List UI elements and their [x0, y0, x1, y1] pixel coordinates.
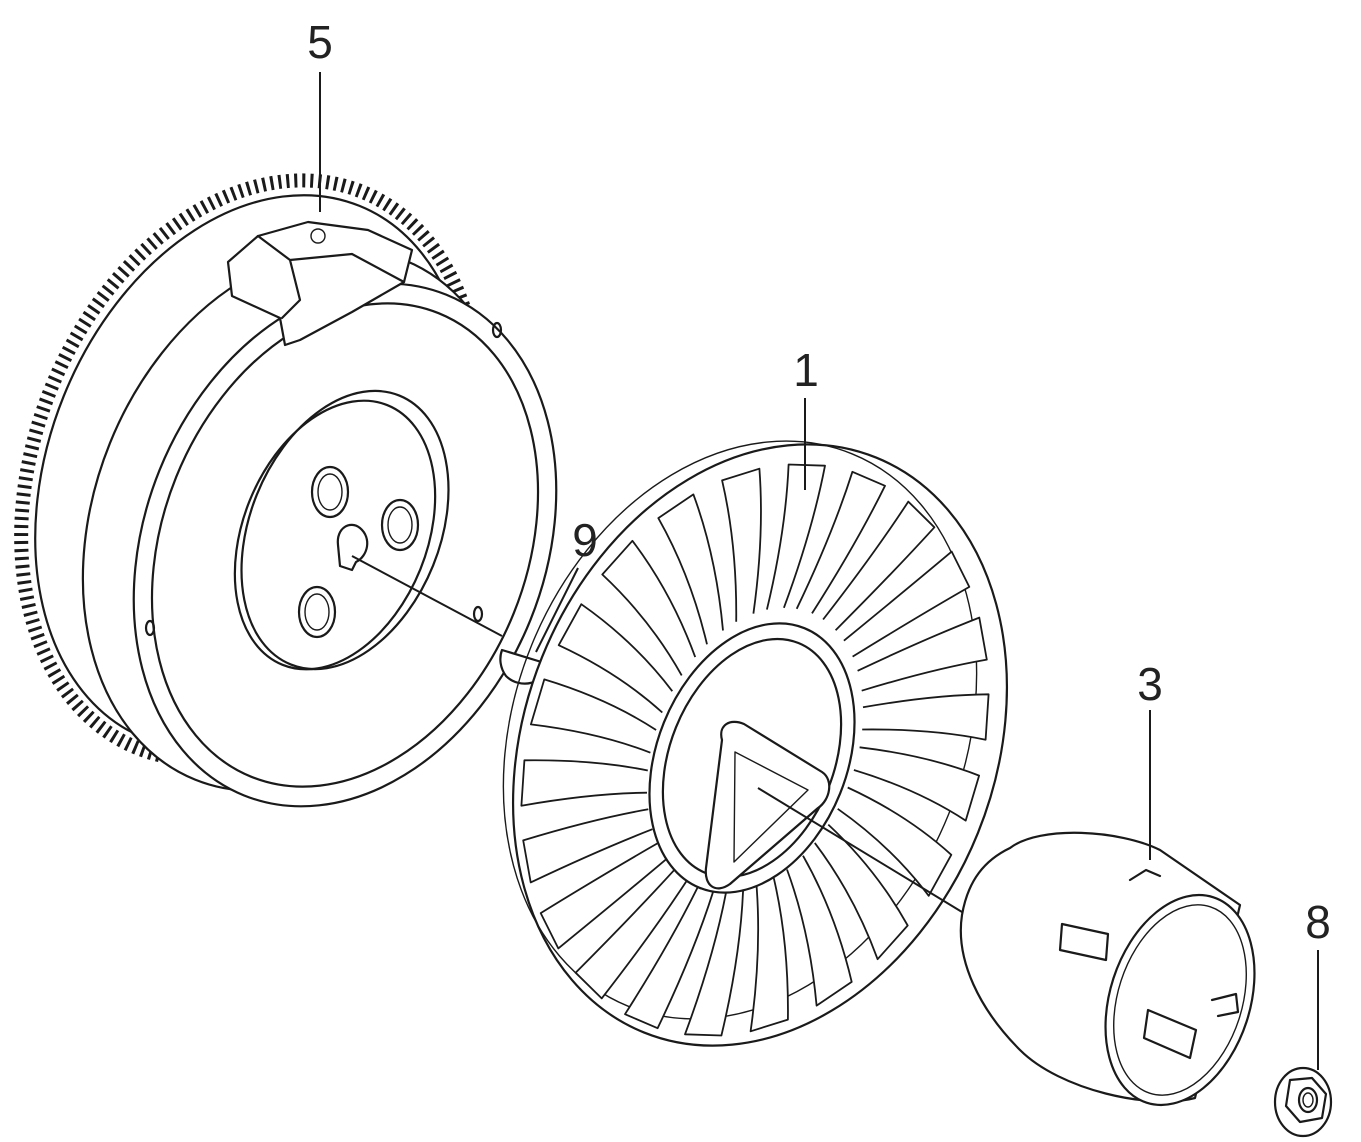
flywheel-part — [14, 173, 558, 808]
fan-blade — [853, 746, 980, 822]
magnet-block — [226, 220, 414, 347]
callout-8: 8 — [1305, 896, 1331, 948]
fan-blade — [539, 842, 667, 950]
nut-thread-bore-inner — [1302, 1092, 1314, 1108]
fan-blades — [520, 463, 990, 1037]
magnet-screw — [310, 228, 326, 244]
assembly-axis-line — [351, 555, 503, 637]
fan-rim-inner — [502, 440, 978, 1020]
fan-blade — [557, 603, 674, 714]
hub-bolt-hole — [297, 585, 337, 639]
fan-blade — [795, 470, 886, 614]
fan-blade — [822, 500, 936, 631]
cup-slot — [1142, 1008, 1198, 1060]
fan-blade — [857, 616, 988, 692]
hub-bolt-hole — [304, 593, 330, 631]
callout-9: 9 — [572, 514, 598, 566]
cup-slot — [1058, 922, 1110, 962]
starter-cup-part — [959, 831, 1256, 1107]
fan-blade — [522, 808, 653, 884]
flywheel-face-inner-ring — [150, 302, 540, 788]
hub-bolt-hole — [380, 498, 420, 552]
hub-bolt-hole — [310, 465, 350, 519]
fan-blade — [601, 539, 697, 676]
rim-hole — [144, 619, 156, 637]
cup-notch — [1210, 992, 1240, 1018]
fan-blade — [749, 877, 789, 1033]
fan-blade — [624, 886, 715, 1030]
hub-bolt-hole — [387, 506, 413, 544]
nut-thread-bore — [1297, 1086, 1319, 1114]
fan-blade — [721, 467, 762, 622]
fan-blade — [786, 855, 853, 1007]
magnet-block-face — [256, 234, 406, 320]
nut-hex — [1284, 1076, 1328, 1124]
fan-blade — [862, 693, 990, 741]
callout-3: 3 — [1137, 658, 1163, 710]
drive-socket — [704, 720, 831, 890]
flange-nut-part — [1273, 1066, 1333, 1138]
hub-disc — [240, 389, 450, 671]
rim-hole — [472, 605, 484, 623]
center-bore — [336, 523, 369, 572]
fan-blade — [814, 823, 909, 961]
drive-socket-inner — [733, 751, 809, 863]
fan-blade — [530, 678, 657, 754]
callout-5: 5 — [307, 16, 333, 68]
fan-blade — [766, 463, 826, 610]
fan-blade — [574, 869, 688, 1000]
cooling-fan-part — [502, 440, 1009, 1047]
fan-blade — [684, 890, 744, 1037]
fan-blade — [657, 493, 724, 645]
rim-hole — [491, 321, 503, 339]
leader-line-9 — [535, 567, 579, 653]
cup-opening — [1104, 893, 1256, 1107]
fan-blade — [837, 786, 953, 897]
hub-bolt-hole — [317, 473, 343, 511]
assembly-axis-line — [757, 787, 963, 913]
fan-blade — [843, 550, 971, 658]
cup-opening-inner — [1113, 904, 1247, 1096]
callout-1: 1 — [793, 344, 819, 396]
hub-disc-edge — [233, 399, 437, 671]
fan-blade — [520, 759, 648, 807]
cup-notch — [1128, 868, 1162, 882]
